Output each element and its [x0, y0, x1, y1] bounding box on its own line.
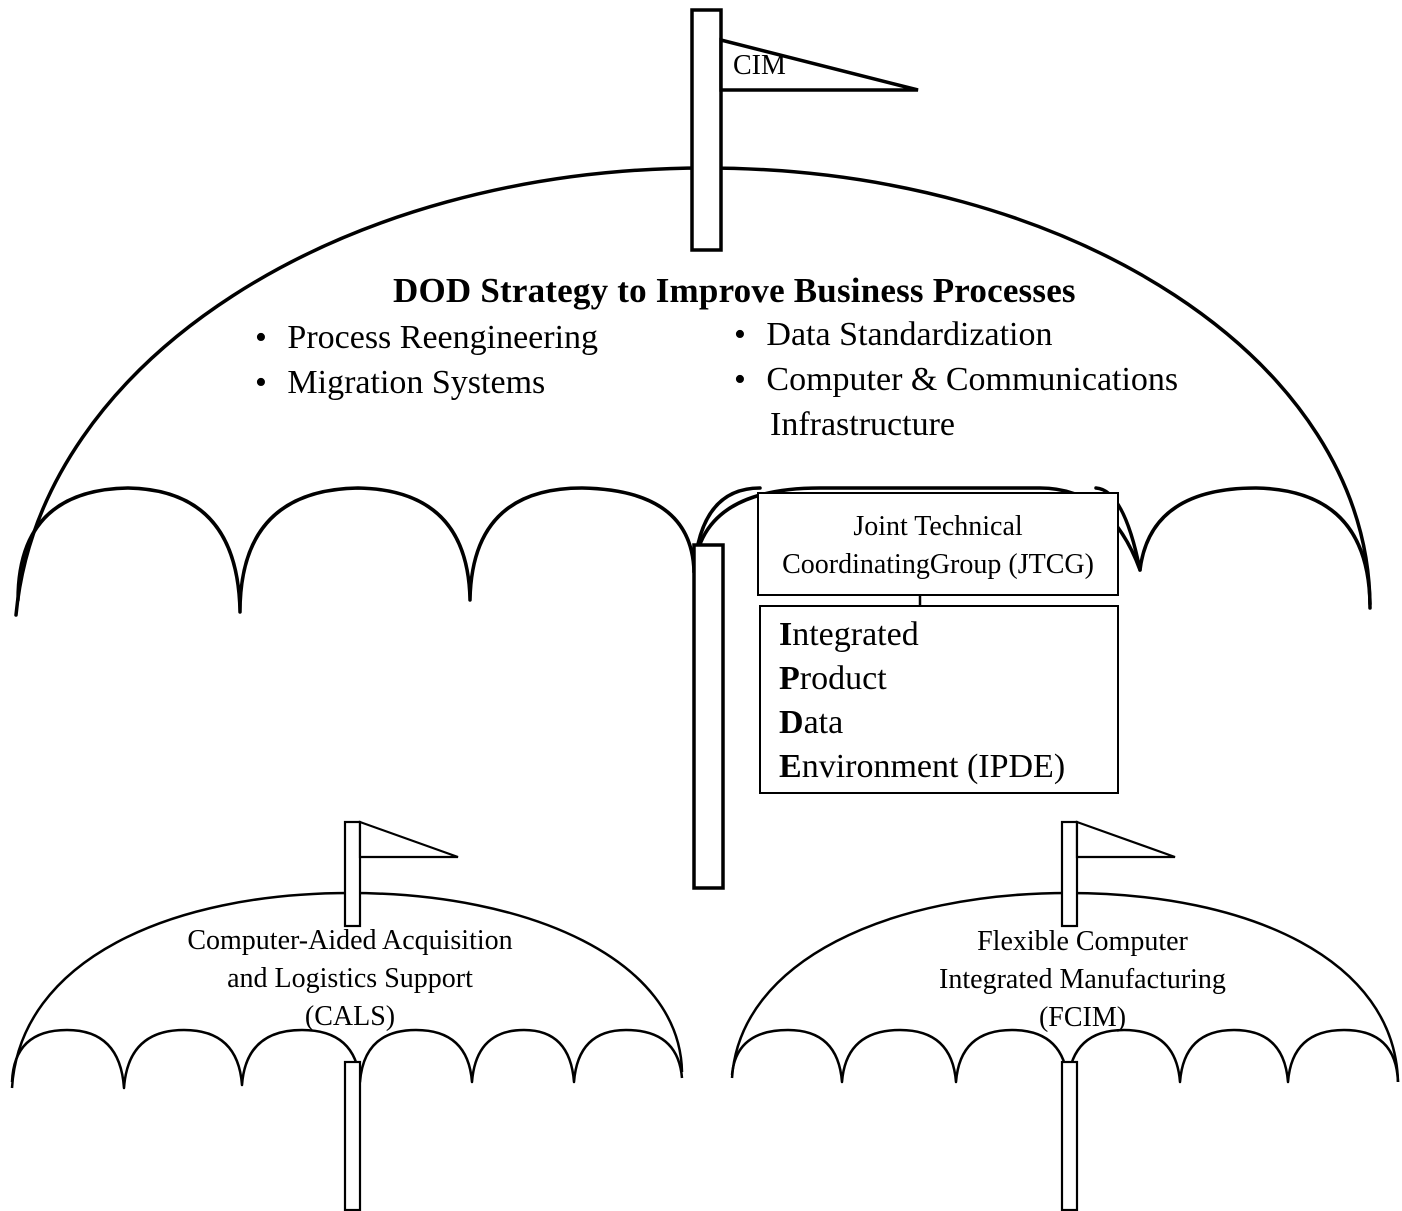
cals-flag	[358, 820, 459, 859]
cals-line-1: Computer-Aided Acquisition	[187, 925, 513, 956]
cim-flag-label: CIM	[733, 50, 786, 81]
bullet-symbol: •	[255, 319, 267, 356]
ipde-initial: P	[779, 660, 800, 697]
ipde-rest: roduct	[799, 660, 887, 697]
bullet-text: Process Reengineering	[287, 319, 599, 356]
bullet-text: Migration Systems	[287, 364, 546, 401]
ipde-rest: nvironment (IPDE)	[801, 748, 1066, 785]
cals-line-2: and Logistics Support	[227, 963, 473, 994]
bullet-text: Computer & Communications	[766, 361, 1179, 398]
bullet-symbol: •	[255, 364, 267, 401]
ipde-line-data: Data	[779, 701, 1117, 745]
jtcg-box: Joint Technical CoordinatingGroup (JTCG)	[757, 492, 1119, 596]
ipde-line-product: Product	[779, 657, 1117, 701]
fcim-flag	[1075, 820, 1176, 859]
bullet-symbol: •	[734, 316, 746, 353]
main-umbrella-title: DOD Strategy to Improve Business Process…	[393, 271, 1076, 310]
cim-flag	[719, 37, 919, 92]
ipde-initial: I	[779, 616, 793, 653]
main-umbrella-top-pole	[690, 8, 723, 252]
cals-line-3: (CALS)	[304, 1001, 396, 1032]
ipde-initial: E	[779, 748, 802, 785]
jtcg-line-2: CoordinatingGroup (JTCG)	[782, 549, 1094, 580]
fcim-umbrella	[730, 820, 1400, 1211]
fcim-line-2: Integrated Manufacturing	[939, 964, 1226, 995]
bullet-migration-systems: • Migration Systems	[255, 366, 545, 400]
fcim-line-1: Flexible Computer	[977, 926, 1188, 957]
cals-umbrella	[10, 820, 684, 1211]
bullet-text: Data Standardization	[766, 316, 1053, 353]
main-umbrella	[14, 8, 1372, 890]
ipde-box: Integrated Product Data Environment (IPD…	[759, 605, 1119, 794]
ipde-rest: ata	[803, 704, 844, 741]
main-umbrella-handle	[692, 543, 725, 890]
fcim-umbrella-top-pole	[1060, 820, 1079, 928]
fcim-line-3: (FCIM)	[1038, 1002, 1127, 1033]
ipde-line-environment: Environment (IPDE)	[779, 745, 1117, 789]
fcim-umbrella-handle	[1060, 1060, 1079, 1211]
bullet-data-standardization: • Data Standardization	[734, 318, 1052, 352]
ipde-initial: D	[779, 704, 804, 741]
cals-umbrella-top-pole	[343, 820, 362, 928]
ipde-rest: ntegrated	[792, 616, 919, 653]
bullet-symbol: •	[734, 361, 746, 398]
cals-umbrella-handle	[343, 1060, 362, 1211]
main-umbrella-scallops	[16, 486, 1372, 614]
bullet-computer-communications: • Computer & Communications	[734, 363, 1178, 397]
ipde-line-integrated: Integrated	[779, 613, 1117, 657]
jtcg-line-1: Joint Technical	[853, 511, 1023, 542]
bullet-process-reengineering: • Process Reengineering	[255, 321, 598, 355]
bullet-infrastructure-continuation: Infrastructure	[770, 406, 956, 443]
